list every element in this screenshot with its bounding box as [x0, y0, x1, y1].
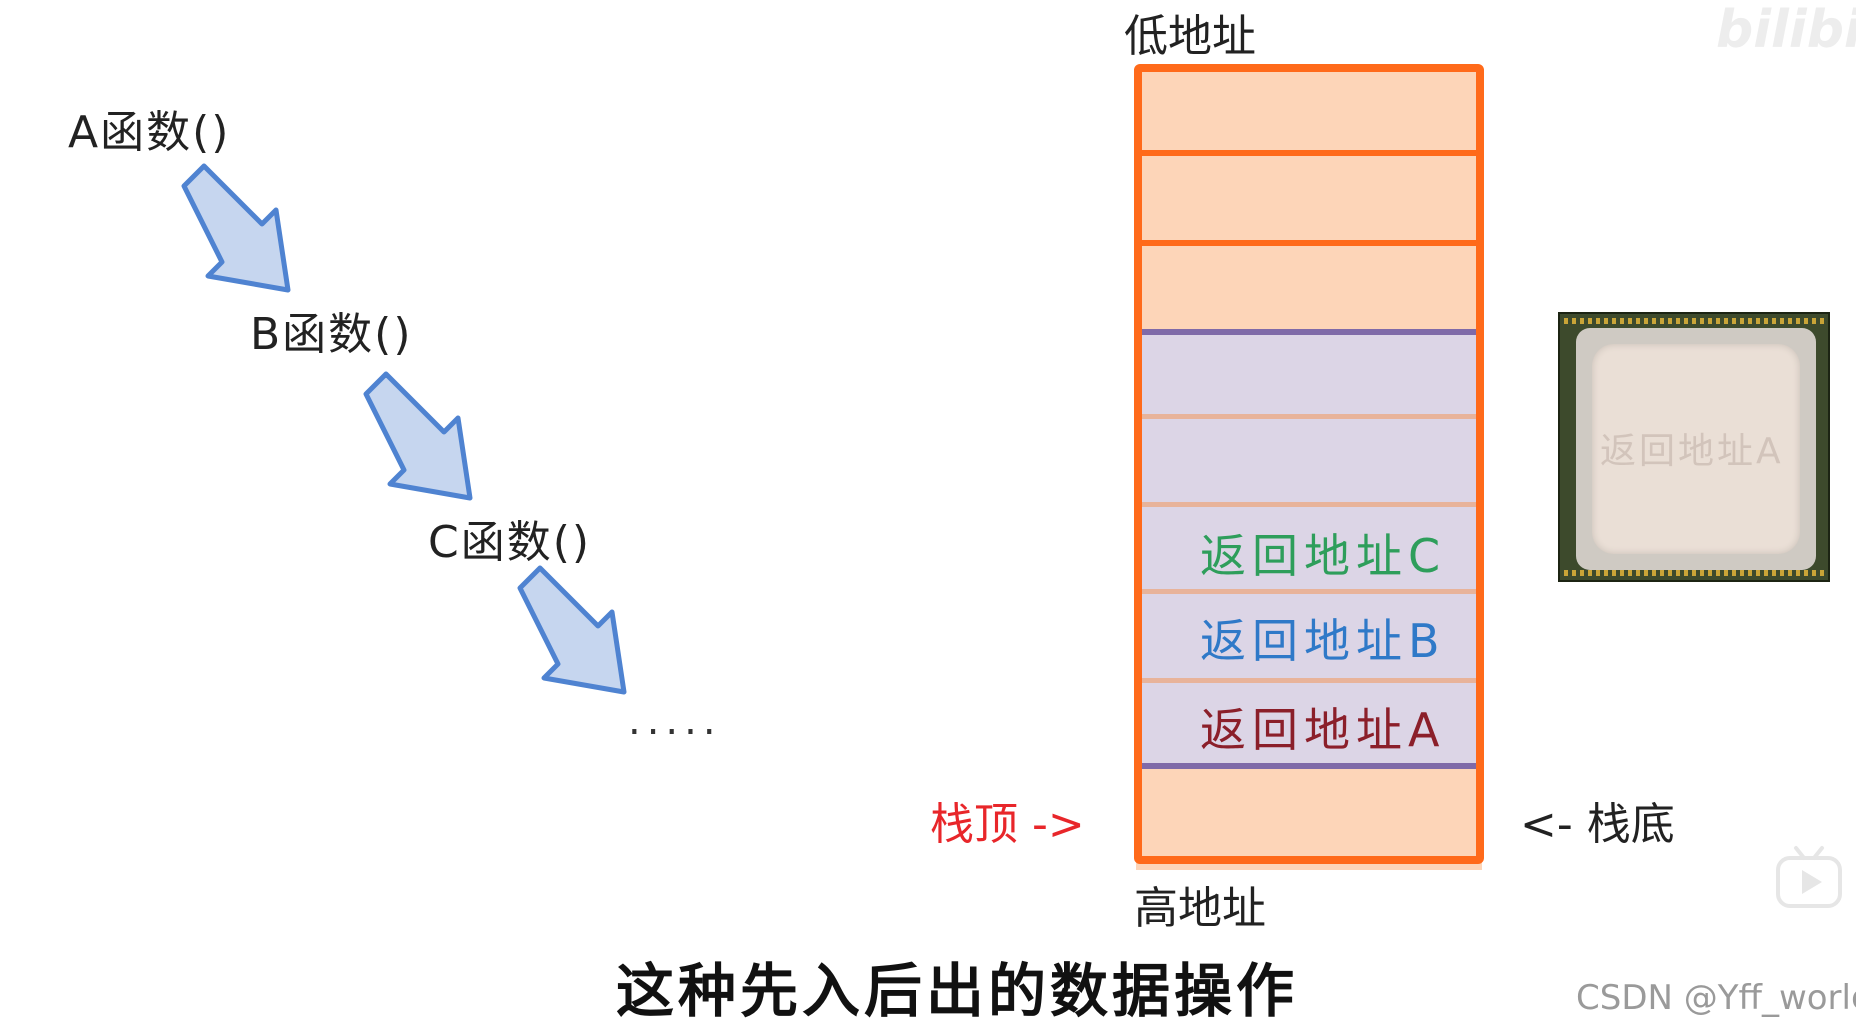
low-address-label: 低地址	[1124, 11, 1256, 62]
arrow-down-right-icon	[363, 371, 473, 501]
arrow-down-right-icon	[181, 163, 291, 293]
cpu-heat-spreader	[1576, 328, 1816, 570]
cpu-die	[1592, 344, 1800, 554]
cpu-pins	[1564, 570, 1826, 576]
stack-top-label: 栈顶 ->	[930, 799, 1085, 850]
bilibili-logo: bilibili	[1716, 0, 1856, 60]
cpu-pins	[1564, 318, 1826, 324]
function-b-label: B函数()	[250, 309, 413, 360]
subtitle-caption: 这种先入后出的数据操作	[616, 957, 1299, 1025]
function-a-label: A函数()	[68, 107, 231, 158]
stack-divider	[1142, 414, 1476, 419]
stack-divider	[1140, 150, 1478, 156]
tv-play-icon[interactable]	[1774, 840, 1844, 910]
arrow-down-right-icon	[517, 565, 627, 695]
stack-outline	[1134, 64, 1484, 864]
function-c-label: C函数()	[428, 517, 592, 568]
return-address-c: 返回地址C	[1200, 529, 1447, 583]
stack-divider	[1142, 589, 1476, 594]
high-address-label: 高地址	[1134, 883, 1266, 934]
return-address-b: 返回地址B	[1200, 614, 1446, 668]
return-address-a: 返回地址A	[1200, 703, 1446, 757]
stack-divider	[1142, 678, 1476, 683]
cpu-chip: 返回地址A	[1558, 312, 1830, 582]
ellipsis: .....	[628, 698, 722, 744]
stack-bottom-label: <- 栈底	[1520, 799, 1675, 850]
stack-divider	[1140, 240, 1478, 246]
csdn-watermark: CSDN @Yff_world	[1576, 978, 1856, 1018]
cpu-register-text: 返回地址A	[1600, 431, 1784, 472]
stack-divider	[1142, 502, 1476, 507]
